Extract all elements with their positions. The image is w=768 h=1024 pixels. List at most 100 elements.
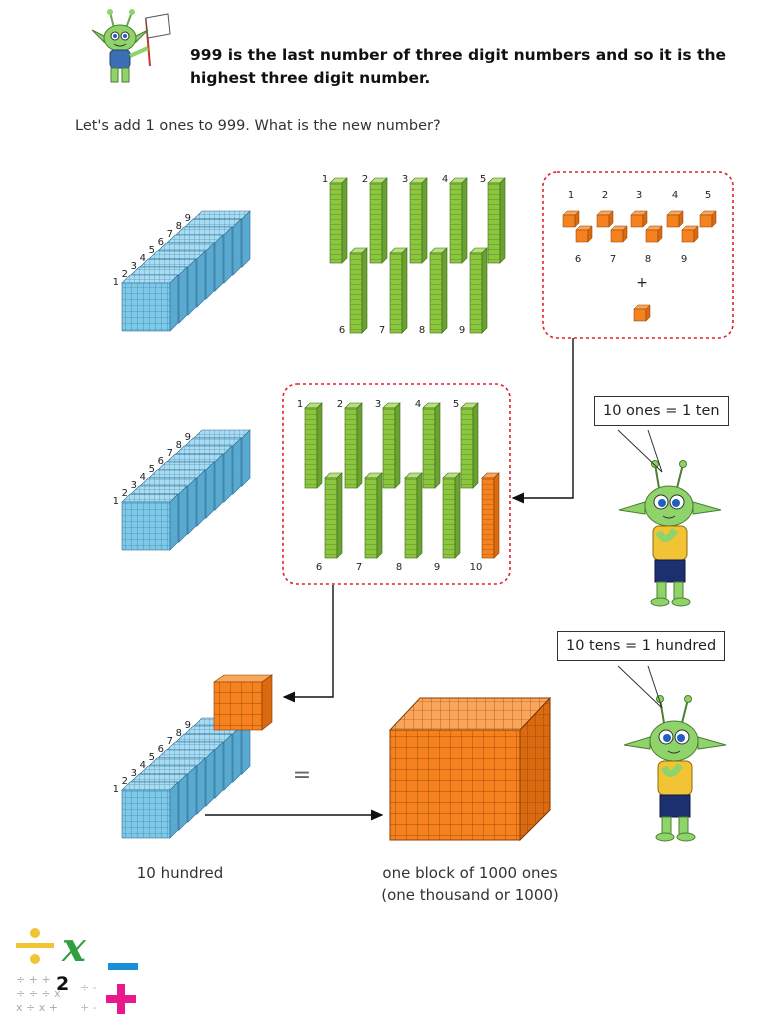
one-cube: [575, 225, 593, 243]
stack-number-label: 7: [167, 448, 173, 459]
stack-number-label: 5: [149, 752, 155, 763]
stack-number-label: 8: [176, 728, 182, 739]
speech-pointer: [617, 665, 663, 709]
stack-number-label: 2: [122, 776, 128, 787]
cube-number-label: 9: [681, 254, 687, 265]
speech-pointer: [617, 429, 663, 473]
ten-rod: [344, 402, 363, 489]
ten-rod: [442, 472, 461, 559]
rod-number-label: 9: [434, 562, 440, 573]
caption-thousand-block: one block of 1000 ones (one thousand or …: [345, 862, 595, 906]
hundred-flat: [121, 493, 179, 551]
stack-number-label: 4: [140, 253, 146, 264]
rod-number-label: 6: [316, 562, 322, 573]
one-cube: [610, 225, 628, 243]
plus-sign: +: [636, 275, 648, 291]
cube-number-label: 6: [575, 254, 581, 265]
equals-sign: =: [293, 763, 311, 788]
stack-number-label: 4: [140, 472, 146, 483]
rod-number-label: 3: [375, 399, 381, 410]
cube-number-label: 1: [568, 190, 574, 201]
thousand-cube: [388, 696, 552, 842]
caption-thousand-line1: one block of 1000 ones: [382, 864, 558, 882]
tens-rods-middle: 1 2 3 4 5 6 7 8 9 10: [297, 399, 500, 573]
stack-number-label: 3: [131, 768, 137, 779]
stack-number-label: 6: [158, 456, 164, 467]
ten-rod: [409, 177, 428, 264]
stack-number-label: 6: [158, 744, 164, 755]
alien-thinking-icon: [618, 460, 722, 607]
rod-number-label: 10: [470, 562, 483, 573]
stack-number-label: 9: [185, 213, 191, 224]
svg-text:÷ + +: ÷ + +: [16, 973, 51, 986]
rod-number-label: 7: [356, 562, 362, 573]
ten-rod: [349, 247, 368, 334]
ten-rod: [329, 177, 348, 264]
cube-number-label: 8: [645, 254, 651, 265]
rod-number-label: 8: [396, 562, 402, 573]
hundred-flat: [121, 274, 179, 332]
rod-number-label: 7: [379, 325, 385, 336]
stack-number-label: 5: [149, 245, 155, 256]
svg-text:x ÷ x +: x ÷ x +: [16, 1001, 58, 1014]
rod-number-label: 8: [419, 325, 425, 336]
ten-rod: [389, 247, 408, 334]
alien-with-flag-icon: [91, 9, 171, 83]
one-cube: [562, 210, 580, 228]
cube-number-label: 3: [636, 190, 642, 201]
stack-number-label: 3: [131, 480, 137, 491]
one-cube: [681, 225, 699, 243]
stack-number-label: 7: [167, 229, 173, 240]
tens-box: [282, 383, 511, 585]
svg-text:x: x: [61, 925, 87, 971]
arrow-ones-to-ten: [511, 338, 574, 504]
rod-number-label: 4: [442, 174, 448, 185]
rod-number-label: 5: [453, 399, 459, 410]
stack-number-label: 7: [167, 736, 173, 747]
ten-rod: [364, 472, 383, 559]
stack-number-label: 9: [185, 432, 191, 443]
hundred-orange-flat: [213, 674, 273, 731]
stack-number-label: 6: [158, 237, 164, 248]
one-cube: [630, 210, 648, 228]
ten-rod: [460, 402, 479, 489]
ten-rod: [487, 177, 506, 264]
speech-bubble-hundred: 10 tens = 1 hundred: [557, 631, 726, 661]
svg-text:÷ -: ÷ -: [80, 981, 97, 994]
cube-number-label: 2: [602, 190, 608, 201]
stack-number-label: 9: [185, 720, 191, 731]
stack-number-label: 1: [113, 496, 119, 507]
ten-rod-orange: [481, 472, 500, 559]
stack-number-label: 1: [113, 277, 119, 288]
stack-number-label: 3: [131, 261, 137, 272]
stack-number-label: 5: [149, 464, 155, 475]
ones-box: [542, 171, 734, 339]
rod-number-label: 2: [337, 399, 343, 410]
rod-number-label: 1: [297, 399, 303, 410]
ten-rod: [324, 472, 343, 559]
stack-number-label: 1: [113, 784, 119, 795]
ten-rod: [469, 247, 488, 334]
rod-number-label: 1: [322, 174, 328, 185]
intro-text: 999 is the last number of three digit nu…: [190, 46, 726, 87]
stack-number-label: 2: [122, 488, 128, 499]
rod-number-label: 6: [339, 325, 345, 336]
stack-number-label: 2: [122, 269, 128, 280]
question-text: Let's add 1 ones to 999. What is the new…: [75, 118, 441, 134]
ten-rod: [429, 247, 448, 334]
svg-text:÷ ÷ ÷ x: ÷ ÷ ÷ x: [16, 987, 61, 1000]
ten-rod: [422, 402, 441, 489]
one-cube: [699, 210, 717, 228]
page-number: 2: [56, 973, 70, 995]
ten-rod: [404, 472, 423, 559]
caption-ten-hundred: 10 hundred: [136, 864, 224, 882]
speech-bubble-ten: 10 ones = 1 ten: [594, 396, 729, 426]
one-cube: [633, 304, 651, 322]
stack-number-label: 4: [140, 760, 146, 771]
ten-rod: [304, 402, 323, 489]
rod-number-label: 4: [415, 399, 421, 410]
